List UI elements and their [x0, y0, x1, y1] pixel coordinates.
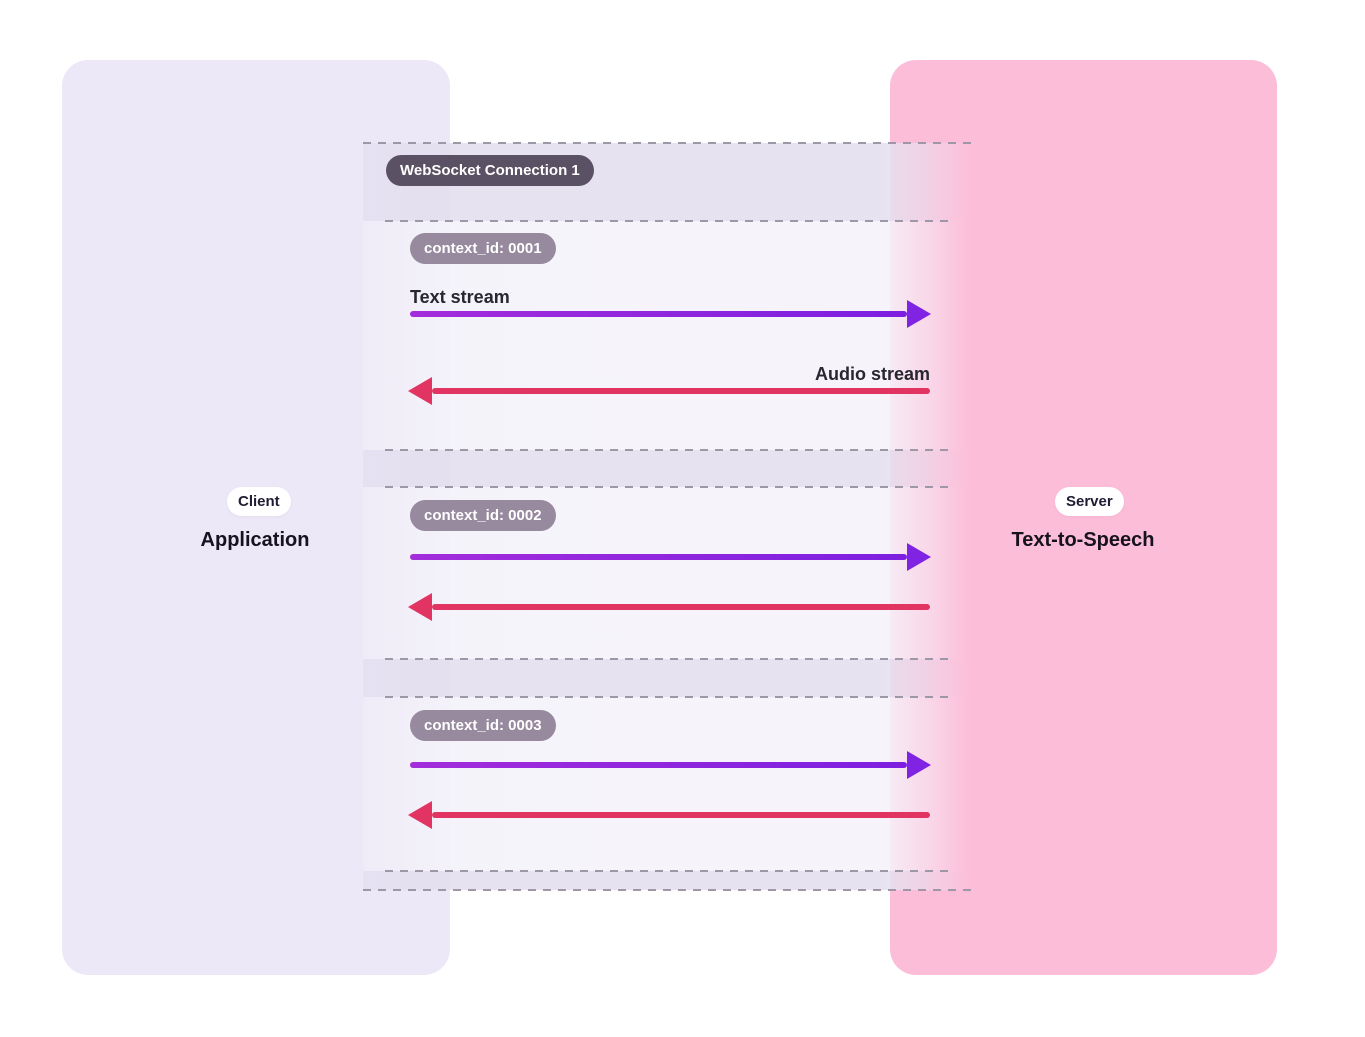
arrow-head-left-icon: [408, 801, 432, 829]
websocket-connection-badge: WebSocket Connection 1: [386, 155, 594, 186]
text-stream-label: Text stream: [410, 287, 510, 307]
context-divider-line: [385, 870, 953, 872]
audio-stream-arrow: [408, 593, 930, 621]
text-stream-arrow: [410, 300, 931, 328]
arrow-head-right-icon: [907, 543, 931, 571]
audio-stream-arrow: [408, 377, 930, 405]
arrow-head-left-icon: [408, 377, 432, 405]
context-divider-line: [385, 449, 953, 451]
context-id-badge-0002: context_id: 0002: [410, 500, 556, 531]
server-title: Text-to-Speech: [1011, 529, 1155, 551]
arrow-line: [410, 554, 907, 560]
server-badge: Server: [1055, 487, 1124, 516]
connection-boundary-line: [363, 889, 977, 891]
arrow-line: [432, 604, 930, 610]
arrow-head-right-icon: [907, 751, 931, 779]
context-id-badge-0003: context_id: 0003: [410, 710, 556, 741]
audio-stream-label: Audio stream: [814, 364, 930, 384]
context-gap-strip: [363, 659, 977, 697]
context-id-badge-0001: context_id: 0001: [410, 233, 556, 264]
client-badge: Client: [227, 487, 291, 516]
context-divider-line: [385, 220, 953, 222]
context-gap-strip: [363, 450, 977, 487]
arrow-head-right-icon: [907, 300, 931, 328]
connection-boundary-line: [363, 142, 977, 144]
text-stream-arrow: [410, 543, 931, 571]
arrow-line: [432, 388, 930, 394]
arrow-line: [432, 812, 930, 818]
text-stream-arrow: [410, 751, 931, 779]
context-divider-line: [385, 696, 953, 698]
arrow-line: [410, 311, 907, 317]
arrow-head-left-icon: [408, 593, 432, 621]
connection-footer-strip: [363, 871, 977, 890]
context-divider-line: [385, 486, 953, 488]
arrow-line: [410, 762, 907, 768]
audio-stream-arrow: [408, 801, 930, 829]
client-title: Application: [200, 529, 310, 551]
context-divider-line: [385, 658, 953, 660]
